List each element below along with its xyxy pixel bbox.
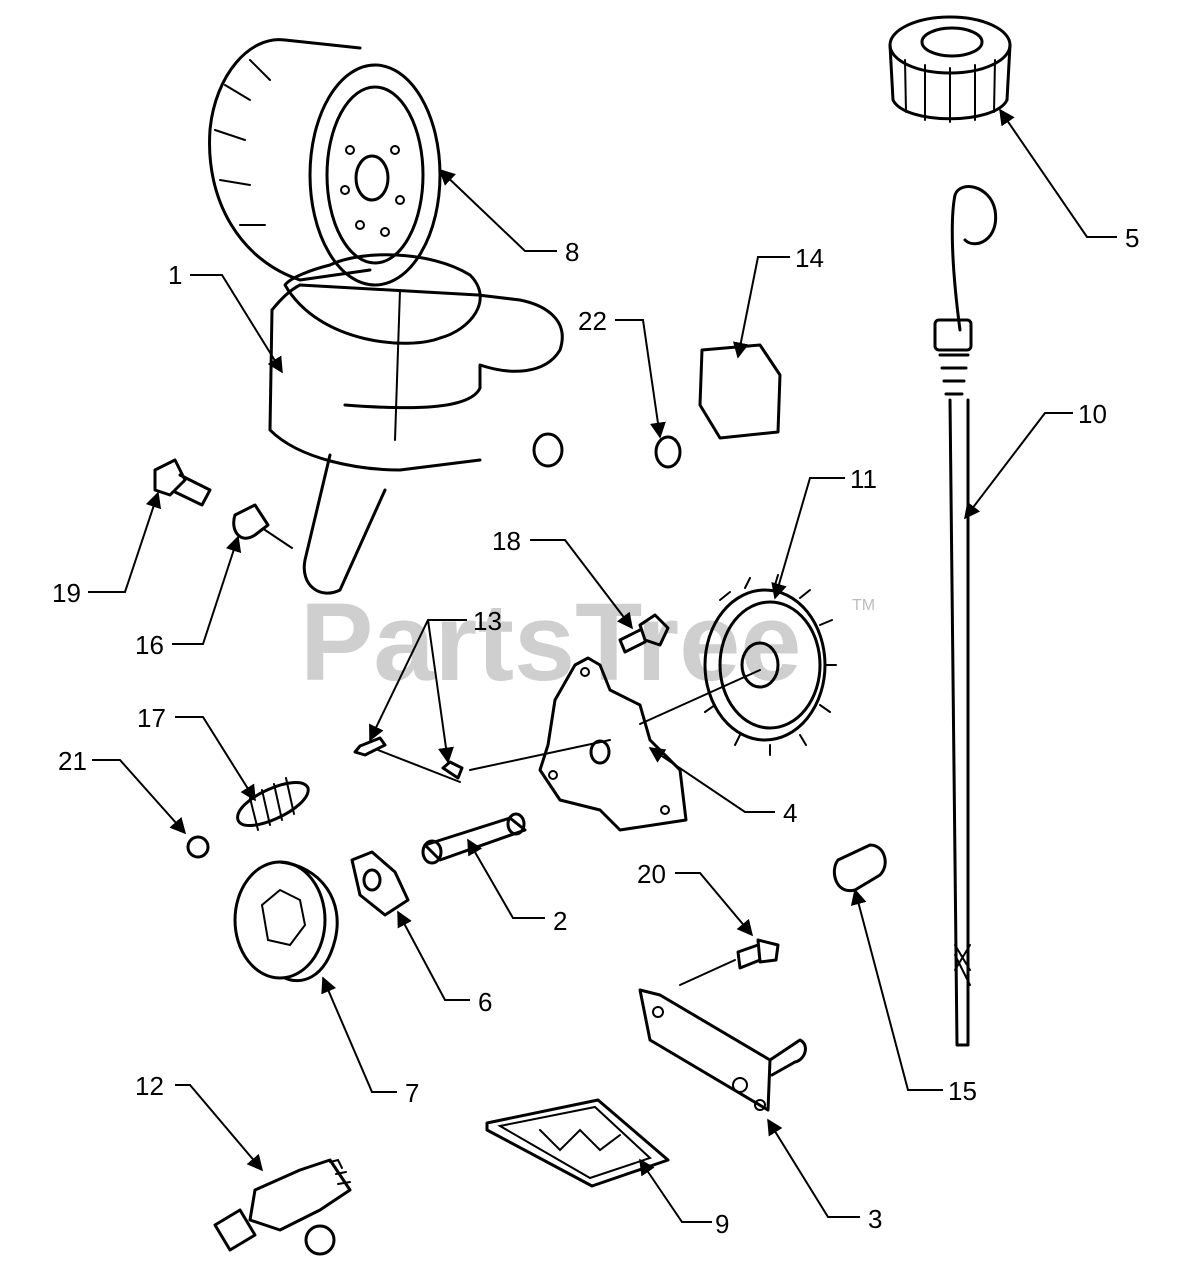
- part-oil-screen: [485, 1098, 670, 1188]
- part-bolt-19: [153, 458, 212, 507]
- callout-7: 7: [405, 1078, 419, 1108]
- callout-12: 12: [135, 1071, 164, 1101]
- part-bushing: [232, 503, 270, 540]
- callout-8: 8: [565, 237, 579, 267]
- part-dipstick: [933, 185, 998, 1047]
- part-inner-rotor: [350, 850, 410, 917]
- watermark-trademark: TM: [852, 597, 875, 614]
- callout-9: 9: [715, 1209, 729, 1239]
- callout-22: 22: [578, 306, 607, 336]
- callout-16: 16: [135, 630, 164, 660]
- part-oil-filter: [208, 38, 442, 287]
- callout-5: 5: [1125, 223, 1139, 253]
- part-gear: [703, 574, 837, 756]
- part-fitting: [213, 1158, 352, 1256]
- callout-10: 10: [1078, 399, 1107, 429]
- callout-17: 17: [137, 703, 166, 733]
- callout-1: 1: [168, 260, 182, 290]
- watermark: PartsTree TM: [300, 581, 875, 704]
- callout-19: 19: [52, 578, 81, 608]
- part-shaft: [421, 812, 527, 865]
- part-relief-bracket: [638, 988, 807, 1112]
- part-o-ring: [654, 435, 682, 469]
- callout-18: 18: [492, 526, 521, 556]
- callout-4: 4: [783, 798, 797, 828]
- callout-20: 20: [637, 859, 666, 889]
- part-bolt-18: [618, 613, 670, 654]
- part-gasket: [698, 343, 782, 440]
- callout-6: 6: [478, 987, 492, 1017]
- part-bolt-20: [736, 938, 780, 970]
- leader-lines: [88, 108, 1117, 1223]
- part-spring: [236, 777, 310, 831]
- callout-14: 14: [795, 243, 824, 273]
- part-ball: [186, 835, 210, 859]
- part-outer-rotor: [233, 860, 339, 983]
- callout-15: 15: [948, 1076, 977, 1106]
- part-pins: [353, 736, 464, 780]
- part-oil-housing: [268, 253, 564, 595]
- callout-labels: 1 2 3 4 5 6 7 8 9 10 11 12 13 14 15 16 1…: [52, 223, 1139, 1239]
- part-plug: [832, 843, 887, 893]
- callout-21: 21: [58, 746, 87, 776]
- callout-13: 13: [473, 606, 502, 636]
- callout-3: 3: [868, 1204, 882, 1234]
- callout-11: 11: [850, 464, 877, 494]
- watermark-text: PartsTree: [300, 581, 801, 704]
- part-dipstick-cap: [888, 15, 1012, 123]
- assembly-lines: [264, 529, 761, 986]
- callout-2: 2: [553, 906, 567, 936]
